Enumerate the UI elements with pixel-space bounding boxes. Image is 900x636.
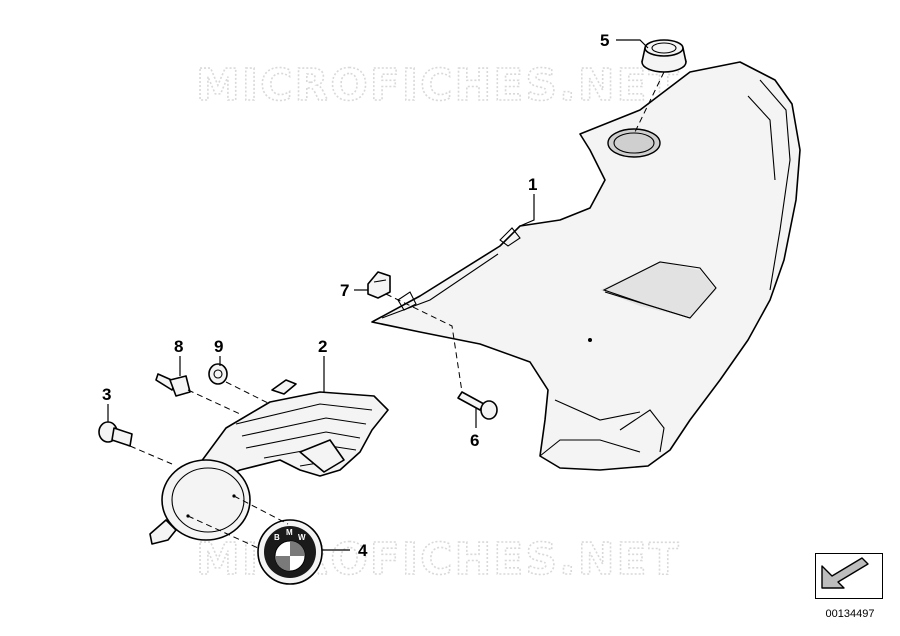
reference-code: 00134497 <box>825 608 875 620</box>
callout-8: 8 <box>174 337 183 356</box>
leader-lines <box>107 39 649 551</box>
part-clip-nut <box>367 271 391 299</box>
watermark-top: MICROFICHES.NET <box>196 60 681 111</box>
part-grommet <box>641 39 687 73</box>
callout-6: 6 <box>470 431 479 450</box>
arrow-icon <box>821 557 869 589</box>
part-bolt-8 <box>155 373 191 397</box>
part-side-panel <box>371 61 801 471</box>
part-screw-6 <box>457 391 498 420</box>
callout-9: 9 <box>214 337 223 356</box>
callout-4: 4 <box>358 541 368 560</box>
emblem-letter-w: W <box>298 533 306 542</box>
assembly-lines <box>129 71 665 549</box>
part-bmw-emblem: B M W <box>257 519 323 585</box>
reference-symbol-box <box>815 553 883 599</box>
part-washer-9 <box>208 363 228 385</box>
emblem-letter-m: M <box>286 528 293 537</box>
part-emblem-housing <box>149 459 251 545</box>
callout-3: 3 <box>102 385 111 404</box>
callout-7: 7 <box>340 281 349 300</box>
callout-2: 2 <box>318 337 327 356</box>
emblem-letter-b: B <box>274 533 280 542</box>
part-screw-3 <box>98 421 133 447</box>
callout-5: 5 <box>600 31 609 50</box>
callout-1: 1 <box>528 175 537 194</box>
